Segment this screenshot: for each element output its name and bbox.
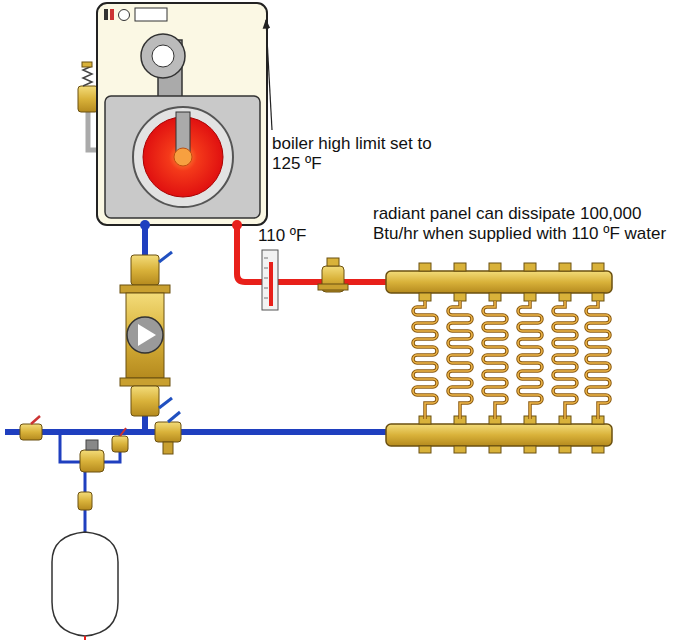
callout-text: boiler high limit set to 125 ºF xyxy=(272,134,442,174)
return-pipe xyxy=(5,429,390,435)
supply-manifold xyxy=(386,263,612,301)
supply-pipe xyxy=(237,225,390,282)
radiant-tubing xyxy=(413,301,610,419)
relief-valve xyxy=(78,62,98,112)
circulator-pump xyxy=(120,252,172,416)
tank-valve xyxy=(78,492,92,510)
pressure-reducing-valve xyxy=(80,428,128,472)
relief-tube xyxy=(88,112,97,150)
thermometer xyxy=(262,250,278,310)
expansion-tank xyxy=(52,532,118,640)
return-manifold xyxy=(386,416,612,453)
callout-text: radiant panel can dissipate 100,000 Btu/… xyxy=(373,204,673,244)
ball-valve xyxy=(20,416,42,440)
boiler xyxy=(97,3,267,230)
purge-valve xyxy=(155,412,181,454)
leader-line xyxy=(266,20,272,130)
callout-text: 110 ºF xyxy=(258,226,306,246)
air-vent xyxy=(318,258,348,292)
